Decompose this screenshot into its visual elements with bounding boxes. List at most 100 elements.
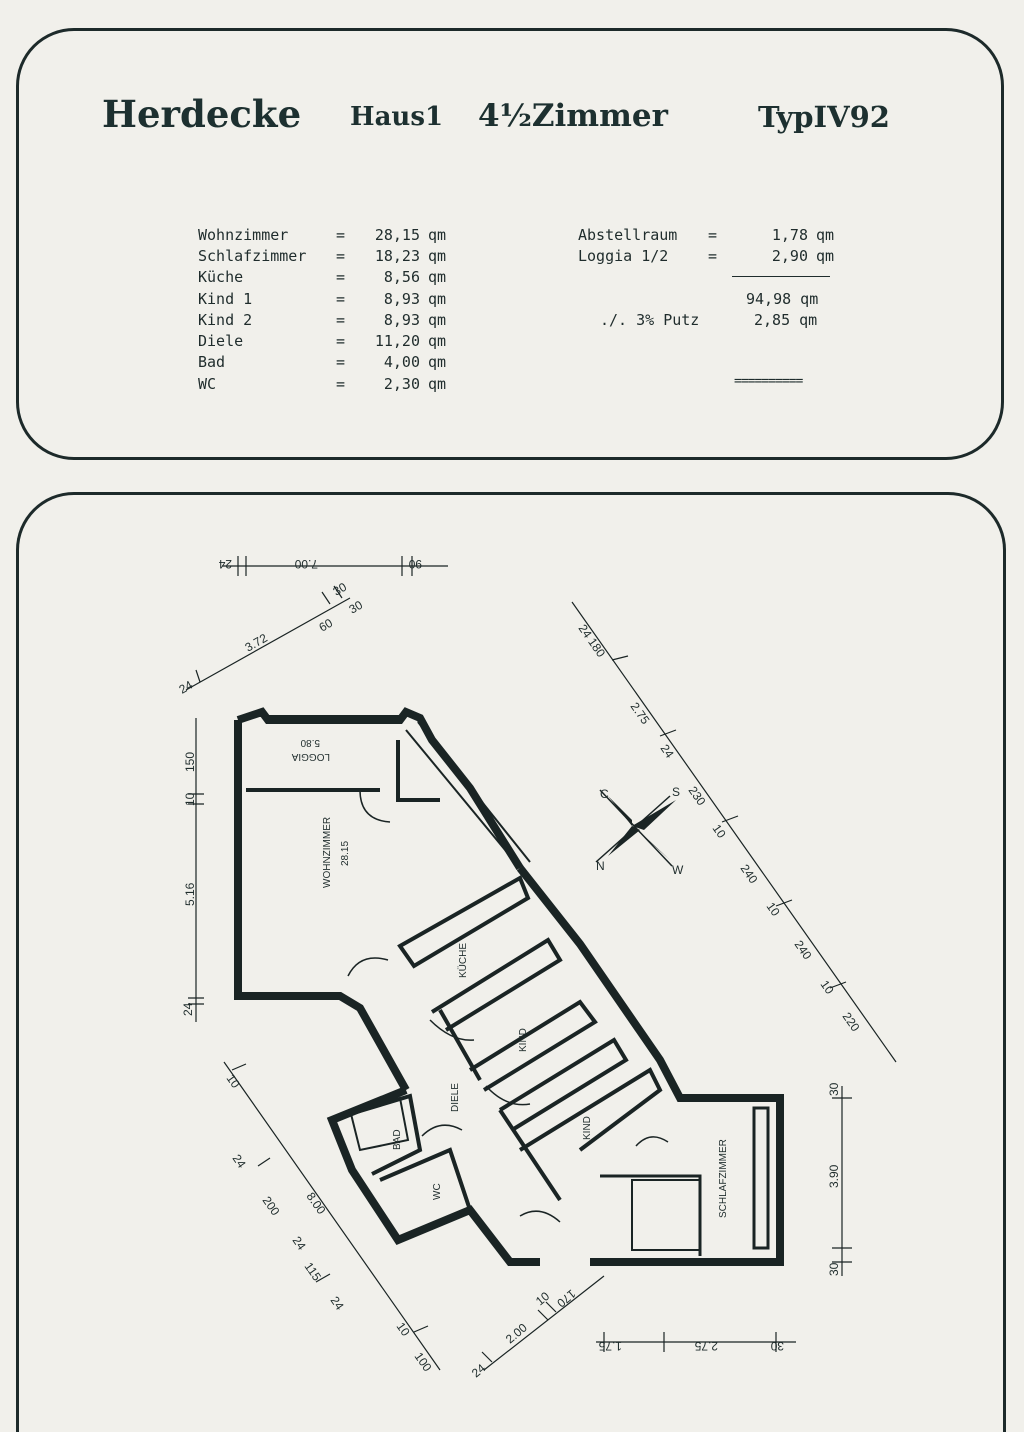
dim-label: 30 xyxy=(331,580,350,599)
area-unit: qm xyxy=(428,289,447,308)
compass-n: N xyxy=(596,859,605,873)
room-label-kueche: KÜCHE xyxy=(457,943,469,978)
total-area: 94,98 qm xyxy=(746,290,819,308)
bathtub xyxy=(348,1096,410,1152)
dim-label: 3.90 xyxy=(827,1164,841,1188)
room-name: Bad xyxy=(198,353,226,372)
door-swing xyxy=(635,1136,669,1147)
equals-sign: = xyxy=(336,353,346,372)
room-name: Abstellraum xyxy=(578,225,678,244)
dim-label: 24 xyxy=(230,1152,249,1171)
area-unit: qm xyxy=(428,332,447,351)
dim-label: 10 xyxy=(764,900,783,919)
dim-label: 200 xyxy=(260,1194,283,1219)
dim-label: 2.00 xyxy=(503,1320,530,1346)
room-area: 18,23 xyxy=(374,246,420,265)
room-label-diele: DIELE xyxy=(450,1083,461,1112)
dim-label: 100 xyxy=(412,1350,435,1375)
equals-sign: = xyxy=(708,225,718,244)
dim-label: 24 xyxy=(469,1361,488,1381)
dim-label: 90 xyxy=(408,557,422,571)
equals-sign: = xyxy=(336,246,346,265)
dim-label: 24 xyxy=(658,742,677,761)
room-area: 2,90 xyxy=(771,246,808,265)
rooms-title: 4½Zimmer xyxy=(478,98,668,134)
room-name: Kind 1 xyxy=(198,289,253,308)
area-unit: qm xyxy=(428,225,447,244)
door-swing xyxy=(347,957,389,977)
dim-label: 150 xyxy=(183,752,197,772)
internal-wall xyxy=(518,1067,663,1152)
door-swing xyxy=(421,1124,463,1137)
dim-label: 220 xyxy=(840,1010,863,1035)
room-area: 8,93 xyxy=(383,310,420,329)
room-name: Diele xyxy=(198,332,244,351)
dim-label: 60 xyxy=(317,616,336,635)
equals-sign: = xyxy=(336,225,346,244)
equals-sign: = xyxy=(336,374,346,393)
dimension-line xyxy=(185,585,351,691)
door-swing xyxy=(359,789,391,823)
dimension-line xyxy=(832,1086,852,1276)
equals-sign: = xyxy=(336,332,346,351)
dimension-line xyxy=(596,1332,796,1352)
dimension-line xyxy=(188,718,204,1022)
dim-label: 24 xyxy=(218,557,232,571)
room-area-wohnzimmer: 28.15 xyxy=(340,841,351,866)
dim-label: 8.00 xyxy=(304,1190,329,1217)
room-area-loggia: 5.80 xyxy=(300,737,320,748)
plan-frame xyxy=(16,492,1006,1432)
outer-wall xyxy=(516,865,784,1266)
dim-label: 170 xyxy=(554,1287,579,1311)
room-label-wc: WC xyxy=(432,1183,443,1200)
equals-sign: = xyxy=(336,310,346,329)
compass-c: C xyxy=(600,787,609,801)
dim-label: 7.00 xyxy=(294,557,318,571)
area-unit: qm xyxy=(428,246,447,265)
dim-label: 10 xyxy=(710,822,729,841)
room-name: WC xyxy=(198,374,217,393)
equals-sign: = xyxy=(708,246,718,265)
area-unit: qm xyxy=(428,353,447,372)
dim-label: 5.16 xyxy=(183,882,197,906)
internal-wall xyxy=(600,1174,702,1256)
dim-label: 115 xyxy=(302,1260,325,1284)
room-area: 2,30 xyxy=(383,374,420,393)
door-swing xyxy=(429,1019,475,1041)
compass-rose-icon: C N S W xyxy=(595,785,684,877)
dim-label: 30 xyxy=(827,1262,841,1276)
door-swing xyxy=(485,1085,531,1106)
internal-wall xyxy=(752,1106,770,1250)
double-rule: ========== xyxy=(734,374,803,389)
dim-label: 30 xyxy=(770,1339,784,1353)
room-name: Kind 2 xyxy=(198,310,253,329)
dim-label: 10 xyxy=(818,978,837,997)
dim-label: 2.75 xyxy=(628,700,653,727)
facade-line xyxy=(405,729,521,869)
room-label-loggia: LOGGIA xyxy=(291,751,330,762)
area-unit: qm xyxy=(816,225,835,244)
dim-label: 1.75 xyxy=(598,1339,622,1353)
floor-plan: C N S W LOGGIA 5.80 WOHNZIMMER 28.15 KÜC… xyxy=(177,556,897,1381)
internal-wall xyxy=(468,999,598,1092)
room-area: 4,00 xyxy=(383,353,420,372)
dim-label: 30 xyxy=(827,1082,841,1096)
dim-label: 24 xyxy=(177,678,196,697)
loggia-wall xyxy=(246,740,440,802)
equals-sign: = xyxy=(336,289,346,308)
dim-label: 30 xyxy=(347,598,366,617)
dim-label: 24 180 xyxy=(576,622,609,660)
compass-w: W xyxy=(672,863,684,877)
dim-label: 2.75 xyxy=(694,1339,718,1353)
city-title: Herdecke xyxy=(102,92,302,136)
